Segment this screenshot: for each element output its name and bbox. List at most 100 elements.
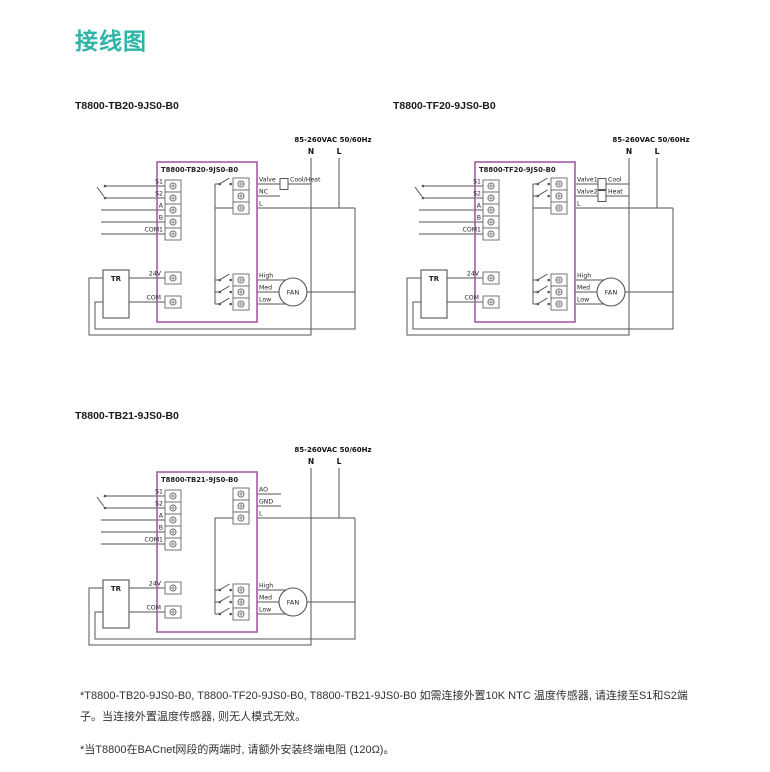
fan-motor	[278, 587, 308, 617]
output-label-l: L	[259, 201, 263, 208]
terminal-label-s1: S1	[473, 179, 481, 186]
fan-label-med: Med	[259, 285, 272, 292]
output-label-nc: NC	[259, 189, 268, 196]
wires	[94, 183, 356, 330]
cool-load-label: Cool	[608, 177, 622, 184]
output-label-l: L	[259, 511, 263, 518]
thermostat-model-label: T8800-TB20-9JS0-B0	[161, 166, 238, 174]
fan-motor-label: FAN	[287, 599, 300, 607]
fan-label-med: Med	[577, 285, 590, 292]
terminal-label-b: B	[477, 215, 481, 222]
output-label-l: L	[577, 201, 581, 208]
terminal-label-b: B	[159, 215, 163, 222]
page-title: 接线图	[75, 28, 147, 54]
valve-load-label: Cool/Heat	[290, 177, 321, 184]
left-terminal-strip	[482, 179, 500, 241]
fan-motor-label: FAN	[605, 289, 618, 297]
power-rating-label: 85-260VAC 50/60Hz	[612, 136, 689, 144]
power-n-label: N	[308, 457, 314, 466]
external-sensor-switch	[414, 184, 425, 200]
heat-load-label: Heat	[608, 189, 623, 196]
terminal-label-com: COM	[146, 295, 161, 302]
diagram-tb21: T8800-TB21-9JS0-B0 85-260VAC 50/60Hz N L	[75, 410, 385, 655]
left-terminal-strip	[164, 179, 182, 241]
fan-terminal-strip	[232, 273, 250, 311]
external-sensor-switch	[96, 184, 107, 200]
diagram-tb20: T8800-TB20-9JS0-B0 85-260VAC 50/60Hz N L	[75, 100, 385, 345]
thermostat-outline	[474, 161, 576, 323]
terminal-label-b: B	[159, 525, 163, 532]
fan-label-med: Med	[259, 595, 272, 602]
terminal-label-s2: S2	[473, 191, 481, 198]
output-label-valve1: Valve1	[577, 177, 598, 184]
cool-valve-load-box	[597, 178, 607, 190]
fan-motor	[596, 277, 626, 307]
fan-motor	[278, 277, 308, 307]
fan-label-high: High	[577, 273, 591, 280]
power-l-label: L	[655, 147, 660, 156]
wires	[94, 493, 356, 640]
diagram-heading-tb20: T8800-TB20-9JS0-B0	[75, 100, 179, 112]
thermostat-model-label: T8800-TB21-9JS0-B0	[161, 476, 238, 484]
external-sensor-switch	[96, 494, 107, 510]
valve-relay-switches	[532, 177, 551, 198]
diagram-heading-tb21: T8800-TB21-9JS0-B0	[75, 410, 179, 422]
terminal-label-s1: S1	[155, 179, 163, 186]
terminal-label-com1: COM1	[145, 227, 164, 234]
power-l-label: L	[337, 457, 342, 466]
terminal-label-a: A	[159, 203, 164, 210]
transformer-label: TR	[111, 585, 122, 593]
terminal-label-com1: COM1	[145, 537, 164, 544]
fan-relay-switches	[214, 583, 233, 616]
transformer-box	[420, 269, 448, 319]
power-n-label: N	[626, 147, 632, 156]
output-terminal-strip	[550, 177, 568, 215]
power-rating-label: 85-260VAC 50/60Hz	[294, 446, 371, 454]
output-label-valve: Valve	[259, 177, 276, 184]
fan-terminal-strip	[232, 583, 250, 621]
terminal-label-24v: 24V	[149, 271, 162, 278]
output-label-valve2: Valve2	[577, 189, 598, 196]
fan-relay-switches	[532, 273, 551, 306]
fan-label-high: High	[259, 583, 273, 590]
terminal-label-24v: 24V	[467, 271, 480, 278]
wiring-schematic-tf20: 85-260VAC 50/60Hz N L	[406, 136, 690, 336]
thermostat-outline	[156, 471, 258, 633]
terminal-label-com: COM	[146, 605, 161, 612]
footnote-sensor: *T8800-TB20-9JS0-B0, T8800-TF20-9JS0-B0,…	[80, 690, 688, 723]
fan-label-high: High	[259, 273, 273, 280]
valve-load-box	[279, 178, 289, 190]
terminal-label-com: COM	[464, 295, 479, 302]
power-terminal-strip	[164, 581, 182, 619]
fan-relay-switches	[214, 273, 233, 306]
transformer-box	[102, 579, 130, 629]
thermostat-model-label: T8800-TF20-9JS0-B0	[479, 166, 556, 174]
transformer-label: TR	[429, 275, 440, 283]
terminal-label-a: A	[159, 513, 164, 520]
terminal-label-a: A	[477, 203, 482, 210]
power-rating-label: 85-260VAC 50/60Hz	[294, 136, 371, 144]
terminal-label-24v: 24V	[149, 581, 162, 588]
diagram-tf20: T8800-TF20-9JS0-B0 85-260VAC 50/60Hz N L	[393, 100, 703, 345]
power-terminal-strip	[482, 271, 500, 309]
power-lines	[88, 468, 340, 646]
terminal-label-s2: S2	[155, 501, 163, 508]
output-terminal-strip	[232, 177, 250, 215]
power-terminal-strip	[164, 271, 182, 309]
wires	[412, 183, 674, 330]
left-terminal-strip	[164, 489, 182, 551]
fan-label-low: Low	[259, 297, 271, 304]
diagram-heading-tf20: T8800-TF20-9JS0-B0	[393, 100, 496, 112]
footnote-terminator: *当T8800在BACnet网段的两端时, 请额外安装终端电阻 (120Ω)。	[80, 744, 395, 756]
thermostat-outline	[156, 161, 258, 323]
power-lines	[88, 158, 340, 336]
valve-relay-switch	[214, 177, 233, 186]
power-n-label: N	[308, 147, 314, 156]
wiring-schematic-tb20: 85-260VAC 50/60Hz N L	[88, 136, 372, 336]
output-label-gnd: GND	[259, 499, 273, 506]
fan-motor-label: FAN	[287, 289, 300, 297]
transformer-label: TR	[111, 275, 122, 283]
output-terminal-strip	[232, 487, 250, 525]
heat-valve-load-box	[597, 190, 607, 202]
